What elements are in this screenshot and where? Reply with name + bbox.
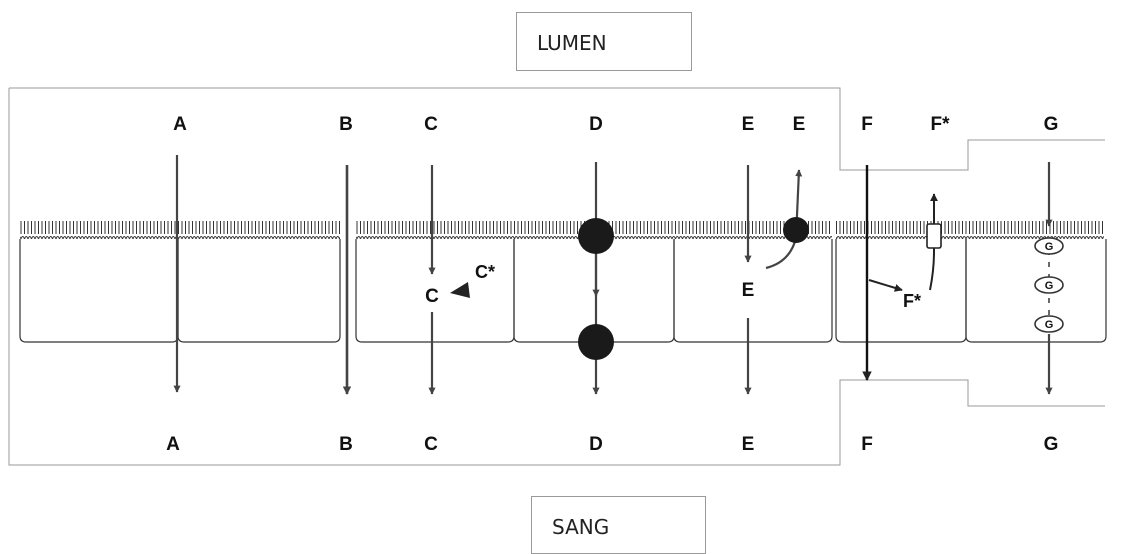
cell-7 xyxy=(965,239,1107,343)
cell-2 xyxy=(177,239,341,343)
route-c-star-label: C* xyxy=(475,262,495,282)
route-e-top-label: E xyxy=(742,114,755,135)
route-b-top-label: B xyxy=(339,114,353,135)
brush-border-1 xyxy=(20,221,340,239)
route-g-vesicle-label-2: G xyxy=(1045,280,1054,292)
route-e-top-label-2: E xyxy=(793,114,806,135)
route-c-bottom-label: C xyxy=(424,434,438,455)
route-g-bottom-label: G xyxy=(1044,434,1059,455)
route-g-vesicle-label-3: G xyxy=(1045,319,1054,331)
route-e-inner-label: E xyxy=(742,280,755,301)
route-d-top-label: D xyxy=(589,114,603,135)
route-c-inner-label: C xyxy=(425,286,439,307)
diagram-frame-bottom xyxy=(8,88,1105,466)
lumen-label: LUMEN xyxy=(537,31,607,55)
route-f-top-label: F xyxy=(861,114,873,135)
route-g-vesicle-3: G xyxy=(1034,315,1064,333)
route-g-top-label: G xyxy=(1044,114,1059,135)
route-d-apical-transporter xyxy=(578,218,614,254)
route-c-top-label: C xyxy=(424,114,438,135)
route-f-channel xyxy=(926,223,942,249)
cell-6 xyxy=(835,239,967,343)
route-d-bottom-label: D xyxy=(589,434,603,455)
cell-1 xyxy=(19,239,179,343)
route-f-star-inner-label: F* xyxy=(903,291,921,311)
route-e-bottom-label: E xyxy=(742,434,755,455)
route-e-efflux-transporter xyxy=(783,217,809,243)
route-d-basolateral-transporter xyxy=(578,324,614,360)
route-f-star-top-label: F* xyxy=(931,114,951,135)
diagram-frame xyxy=(9,87,1105,171)
route-b-bottom-label: B xyxy=(339,434,353,455)
brush-border-3 xyxy=(836,221,1104,239)
route-c-conversion-arrow xyxy=(450,282,470,298)
route-f-bottom-label: F xyxy=(861,434,873,455)
route-a-bottom-label: A xyxy=(166,434,180,455)
route-f-star-efflux-path xyxy=(929,193,938,291)
lumen-label-box: LUMEN xyxy=(516,12,692,71)
route-a-top-label: A xyxy=(173,114,187,135)
route-f-branch-arrow xyxy=(868,279,903,292)
sang-label: SANG xyxy=(552,515,610,539)
route-g-vesicle-2: G xyxy=(1034,276,1064,294)
cell-5 xyxy=(673,239,833,343)
cell-3 xyxy=(355,239,515,343)
route-g-vesicle-label-1: G xyxy=(1045,241,1054,253)
route-g-vesicle-1: G xyxy=(1034,237,1064,255)
